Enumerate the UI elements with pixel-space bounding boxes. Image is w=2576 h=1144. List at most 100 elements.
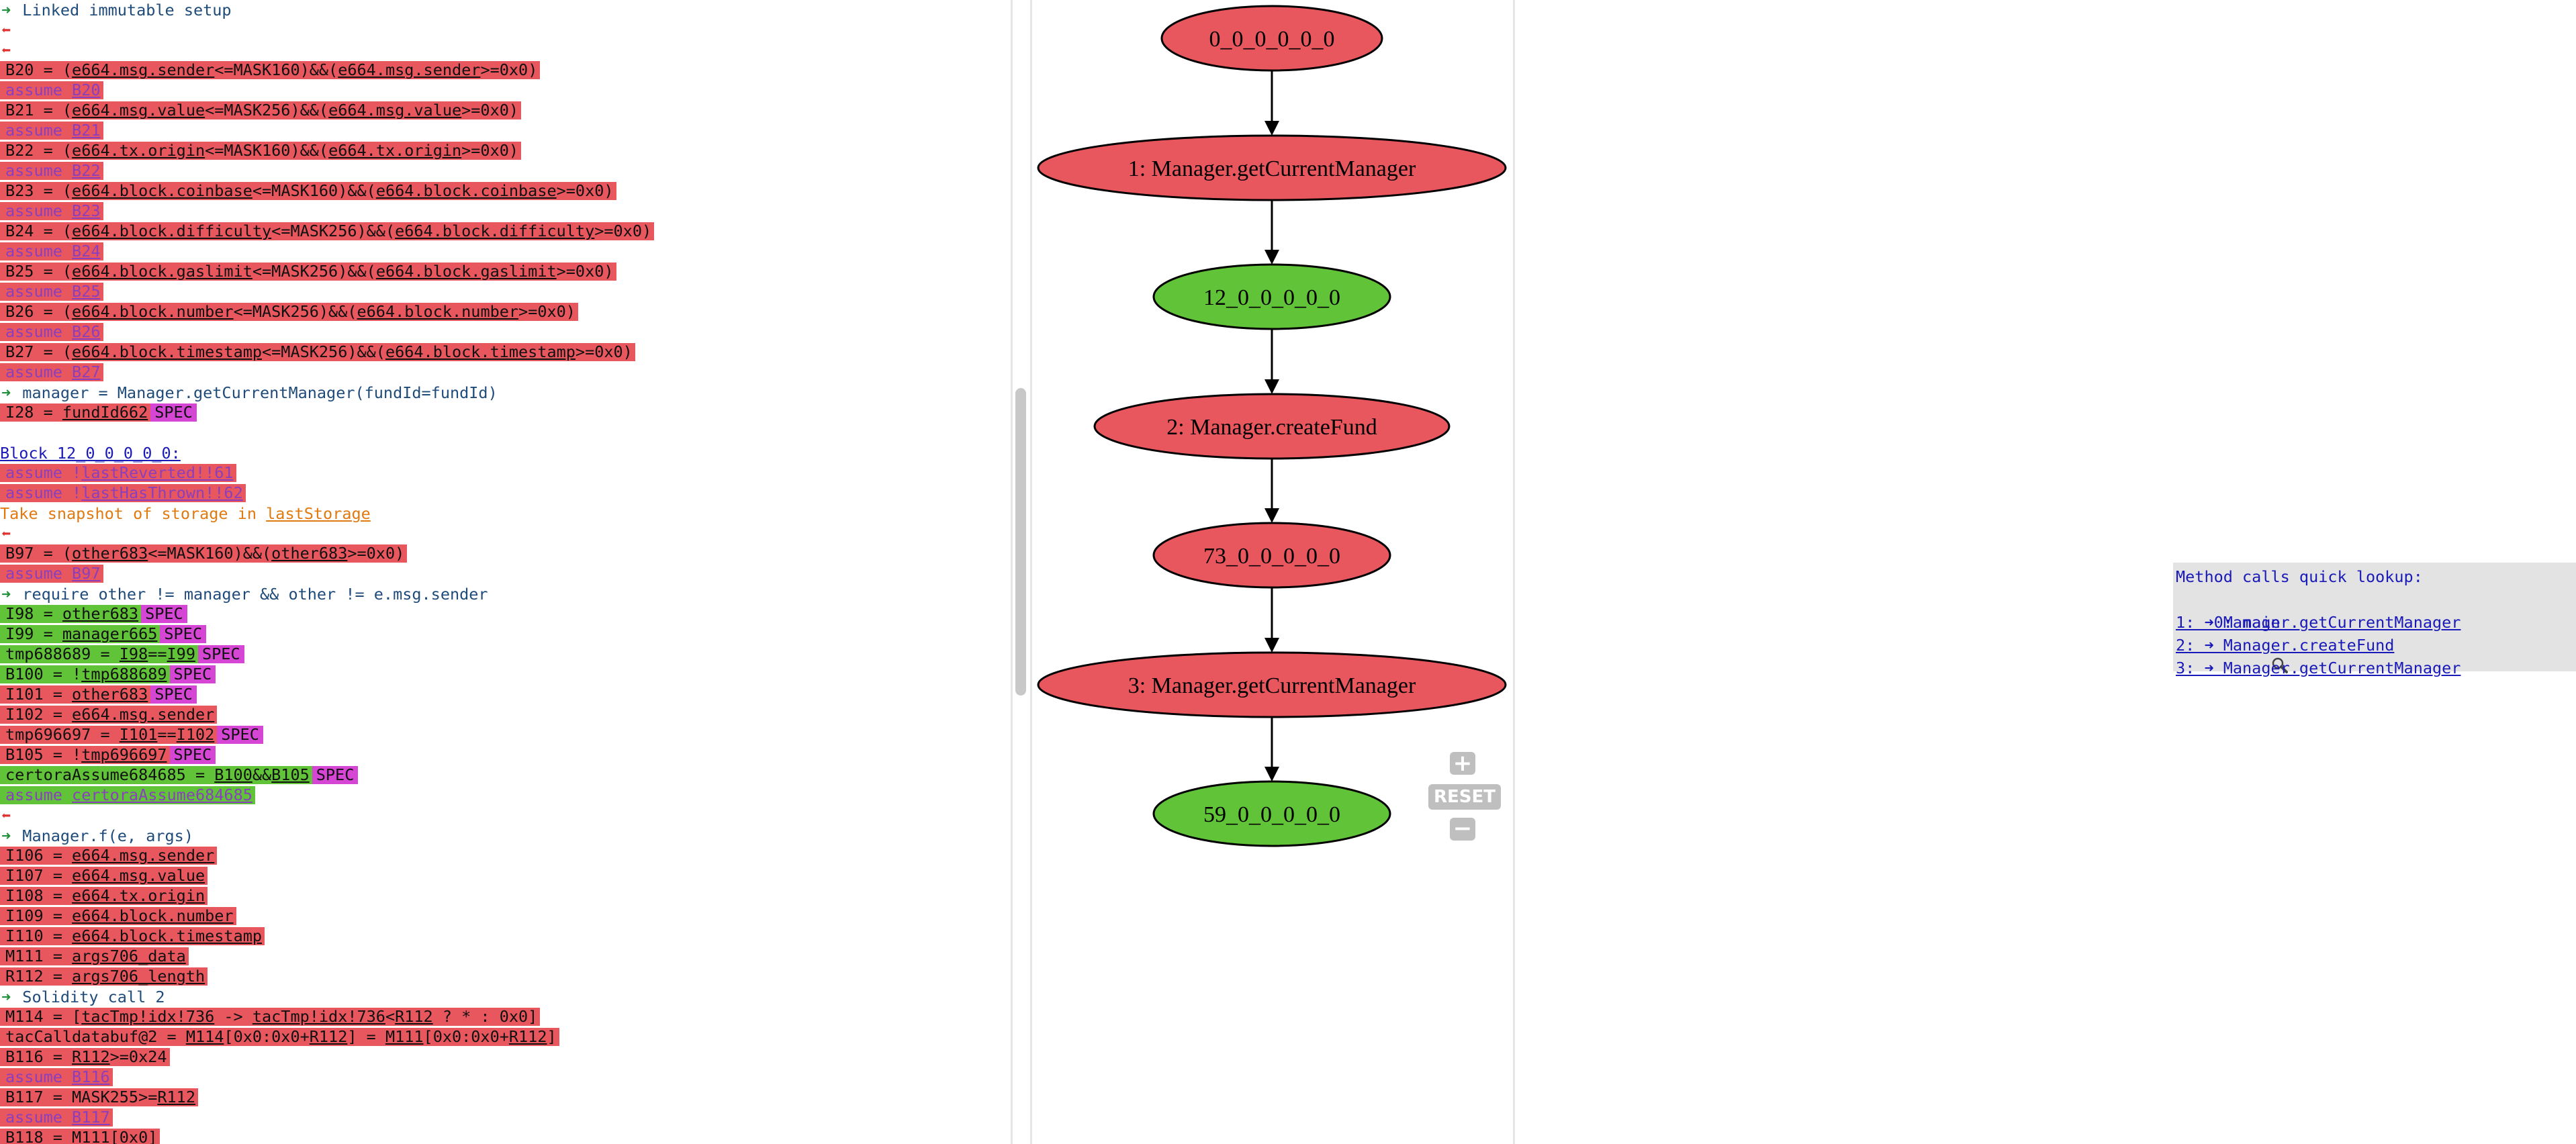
call-label[interactable]: Manager.f(e, args): [13, 826, 193, 845]
code-scrollbar[interactable]: [1015, 388, 1026, 696]
variable-link[interactable]: R112: [72, 1047, 110, 1066]
variable-link[interactable]: R112: [395, 1007, 433, 1026]
call-label[interactable]: require other != manager && other != e.m…: [13, 585, 488, 604]
variable-link[interactable]: e664.tx.origin: [328, 141, 462, 160]
variable-link[interactable]: B20: [72, 81, 101, 99]
call-label[interactable]: Solidity call 2: [13, 988, 165, 1006]
variable-link[interactable]: M114: [185, 1027, 224, 1046]
variable-link[interactable]: e664.block.timestamp: [72, 926, 263, 945]
variable-link[interactable]: e664.block.difficulty: [395, 222, 595, 240]
lookup-link[interactable]: 3: ➜ Manager.getCurrentManager: [2176, 659, 2461, 677]
variable-link[interactable]: I98: [119, 645, 148, 663]
variable-link[interactable]: R112: [157, 1088, 195, 1106]
variable-link[interactable]: B117: [72, 1108, 110, 1127]
variable-link[interactable]: tmp688689: [81, 665, 167, 683]
graph-node[interactable]: 3: Manager.getCurrentManager: [1037, 651, 1507, 718]
graph-node[interactable]: 59_0_0_0_0_0: [1152, 780, 1391, 847]
variable-link[interactable]: e664.msg.value: [72, 866, 205, 885]
code-text: I107 =: [5, 866, 73, 885]
block-header-link[interactable]: Block 12_0_0_0_0_0:: [0, 444, 181, 463]
variable-link[interactable]: e664.block.number: [72, 302, 234, 321]
variable-link[interactable]: B105: [271, 765, 310, 784]
variable-link[interactable]: e664.msg.sender: [72, 705, 215, 724]
variable-link[interactable]: args706_data: [72, 947, 186, 965]
code-text: I28 =: [5, 403, 62, 422]
variable-link[interactable]: e664.block.timestamp: [385, 342, 576, 361]
lookup-link-main[interactable]: 0: main: [2213, 613, 2281, 632]
variable-link[interactable]: fundId662: [62, 403, 148, 422]
snapshot-storage-link[interactable]: lastStorage: [266, 504, 371, 523]
zoom-in-button[interactable]: +: [1450, 752, 1475, 775]
variable-link[interactable]: I102: [176, 725, 215, 744]
variable-link[interactable]: e664.block.timestamp: [72, 342, 263, 361]
variable-link[interactable]: manager665: [62, 624, 158, 643]
variable-link[interactable]: R112: [309, 1027, 348, 1046]
variable-link[interactable]: B22: [72, 161, 101, 180]
variable-link[interactable]: R112: [508, 1027, 547, 1046]
variable-link[interactable]: B116: [72, 1067, 110, 1086]
variable-link[interactable]: other683: [72, 685, 148, 704]
variable-link[interactable]: tacTmp!idx!736: [252, 1007, 385, 1026]
zoom-reset-button[interactable]: RESET: [1428, 784, 1501, 810]
graph-node[interactable]: 2: Manager.createFund: [1093, 393, 1451, 460]
variable-link[interactable]: e664.msg.sender: [72, 846, 215, 865]
variable-link[interactable]: B23: [72, 201, 101, 220]
variable-link[interactable]: e664.tx.origin: [72, 886, 205, 905]
variable-link[interactable]: other683: [72, 544, 148, 563]
graph-node-shape[interactable]: [1093, 393, 1451, 460]
variable-link[interactable]: certoraAssume684685: [72, 785, 252, 804]
lookup-item-0[interactable]: 0: main: [2176, 588, 2576, 673]
variable-link[interactable]: e664.block.number: [72, 906, 234, 925]
variable-link[interactable]: e664.block.gaslimit: [375, 262, 557, 281]
variable-link[interactable]: lastReverted!!61: [81, 463, 234, 482]
variable-link[interactable]: B100: [214, 765, 252, 784]
call-label[interactable]: manager = Manager.getCurrentManager(fund…: [13, 383, 498, 402]
lookup-link[interactable]: 1: ➜ Manager.getCurrentManager: [2176, 613, 2461, 632]
variable-link[interactable]: B24: [72, 242, 101, 260]
variable-link[interactable]: B27: [72, 363, 101, 381]
variable-link[interactable]: e664.msg.value: [328, 101, 462, 120]
variable-link[interactable]: e664.block.coinbase: [375, 181, 557, 200]
variable-link[interactable]: B26: [72, 322, 101, 341]
graph-node-shape[interactable]: [1160, 5, 1383, 72]
variable-link[interactable]: e664.block.gaslimit: [72, 262, 252, 281]
graph-node-shape[interactable]: [1152, 263, 1391, 330]
variable-link[interactable]: args706_length: [72, 967, 205, 986]
lookup-item-1[interactable]: 1: ➜ Manager.getCurrentManager: [2176, 611, 2576, 634]
variable-link[interactable]: other683: [271, 544, 348, 563]
graph-node[interactable]: 1: Manager.getCurrentManager: [1037, 134, 1507, 201]
assume-keyword: assume: [5, 785, 73, 804]
variable-link[interactable]: e664.block.number: [357, 302, 519, 321]
lookup-link[interactable]: 2: ➜ Manager.createFund: [2176, 636, 2395, 655]
graph-node[interactable]: 0_0_0_0_0_0: [1160, 5, 1383, 72]
variable-link[interactable]: e664.msg.value: [72, 101, 205, 120]
graph-node[interactable]: 73_0_0_0_0_0: [1152, 522, 1391, 589]
magnifier-icon[interactable]: [2214, 634, 2290, 703]
graph-node-shape[interactable]: [1152, 780, 1391, 847]
variable-link[interactable]: other683: [62, 604, 139, 623]
graph-node-shape[interactable]: [1152, 522, 1391, 589]
variable-link[interactable]: e664.tx.origin: [72, 141, 205, 160]
graph-node-shape[interactable]: [1037, 134, 1507, 201]
code-text: ]: [547, 1027, 557, 1046]
lookup-item-3[interactable]: 3: ➜ Manager.getCurrentManager: [2176, 657, 2576, 679]
variable-link[interactable]: B25: [72, 282, 101, 301]
variable-link[interactable]: tmp696697: [81, 745, 167, 764]
zoom-out-button[interactable]: −: [1450, 817, 1475, 841]
variable-link[interactable]: e664.block.difficulty: [72, 222, 272, 240]
variable-link[interactable]: tacTmp!idx!736: [81, 1007, 215, 1026]
lookup-item-2[interactable]: 2: ➜ Manager.createFund: [2176, 634, 2576, 657]
variable-link[interactable]: I101: [119, 725, 158, 744]
variable-link[interactable]: B97: [72, 564, 101, 583]
call-label[interactable]: Linked immutable setup: [13, 1, 232, 19]
variable-link[interactable]: B21: [72, 121, 101, 140]
variable-link[interactable]: I99: [167, 645, 195, 663]
variable-link[interactable]: M111: [385, 1027, 424, 1046]
variable-link[interactable]: e664.block.coinbase: [72, 181, 252, 200]
variable-link[interactable]: lastHasThrown!!62: [81, 483, 243, 502]
graph-node[interactable]: 12_0_0_0_0_0: [1152, 263, 1391, 330]
variable-link[interactable]: e664.msg.sender: [338, 60, 481, 79]
graph-node-shape[interactable]: [1037, 651, 1507, 718]
variable-link[interactable]: M111: [72, 1128, 110, 1144]
variable-link[interactable]: e664.msg.sender: [72, 60, 215, 79]
